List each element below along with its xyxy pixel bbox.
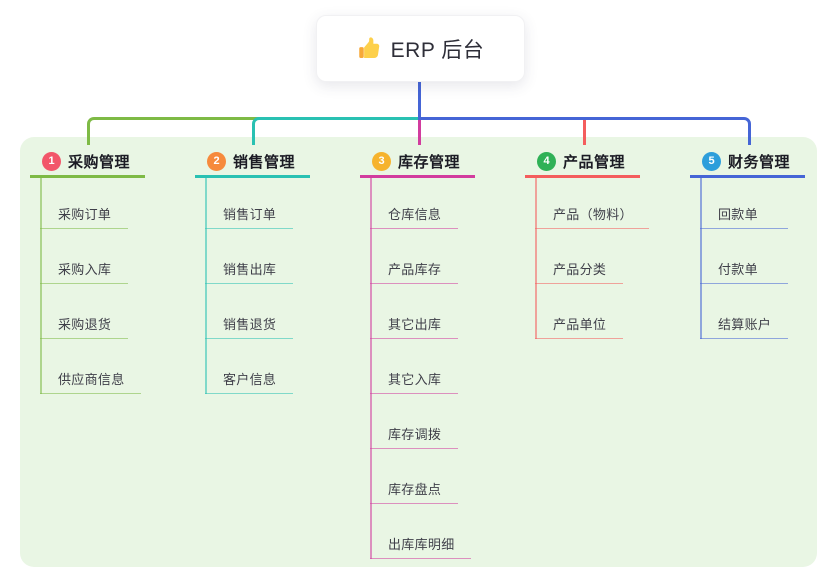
- branch-badge: 4: [537, 152, 556, 171]
- branch-node-inventory[interactable]: 3 库存管理: [360, 148, 475, 178]
- child-node[interactable]: 付款单: [700, 251, 788, 284]
- branch-spine: [370, 178, 372, 559]
- branch-badge: 2: [207, 152, 226, 171]
- branch-label: 库存管理: [398, 154, 461, 171]
- thumbs-up-icon: [357, 36, 381, 61]
- branches-panel: [20, 137, 817, 567]
- branch-sales-management: 2 销售管理 销售订单 销售出库 销售退货 客户信息: [195, 148, 325, 394]
- child-node[interactable]: 销售退货: [205, 306, 293, 339]
- child-node[interactable]: 库存调拨: [370, 416, 458, 449]
- child-node[interactable]: 产品（物料）: [535, 196, 649, 229]
- branch-label: 采购管理: [68, 154, 131, 171]
- child-node[interactable]: 采购退货: [40, 306, 128, 339]
- branch-spine: [535, 178, 537, 339]
- root-node[interactable]: ERP 后台: [316, 15, 525, 82]
- connector-finance: [418, 117, 751, 145]
- branch-spine: [40, 178, 42, 394]
- child-node[interactable]: 采购订单: [40, 196, 128, 229]
- branch-product-management: 4 产品管理 产品（物料） 产品分类 产品单位: [525, 148, 655, 339]
- connector-sales: [252, 117, 421, 145]
- child-node[interactable]: 出库库明细: [370, 526, 471, 559]
- branch-node-finance[interactable]: 5 财务管理: [690, 148, 805, 178]
- child-node[interactable]: 其它出库: [370, 306, 458, 339]
- child-node[interactable]: 产品分类: [535, 251, 623, 284]
- child-node[interactable]: 销售订单: [205, 196, 293, 229]
- branch-spine: [700, 178, 702, 339]
- child-node[interactable]: 采购入库: [40, 251, 128, 284]
- child-node[interactable]: 其它入库: [370, 361, 458, 394]
- branch-node-sales[interactable]: 2 销售管理: [195, 148, 310, 178]
- branch-badge: 3: [372, 152, 391, 171]
- child-node[interactable]: 供应商信息: [40, 361, 141, 394]
- child-node[interactable]: 回款单: [700, 196, 788, 229]
- child-node[interactable]: 客户信息: [205, 361, 293, 394]
- connector-product: [583, 120, 586, 145]
- branch-badge: 5: [702, 152, 721, 171]
- root-connector: [418, 82, 421, 120]
- branch-node-purchase[interactable]: 1 采购管理: [30, 148, 145, 178]
- branch-inventory-management: 3 库存管理 仓库信息 产品库存 其它出库 其它入库 库存调拨 库存盘点 出库库…: [360, 148, 490, 559]
- branch-label: 销售管理: [233, 154, 296, 171]
- connector-inventory: [418, 120, 421, 145]
- branch-purchase-management: 1 采购管理 采购订单 采购入库 采购退货 供应商信息: [30, 148, 160, 394]
- branch-node-product[interactable]: 4 产品管理: [525, 148, 640, 178]
- child-node[interactable]: 结算账户: [700, 306, 788, 339]
- child-node[interactable]: 销售出库: [205, 251, 293, 284]
- root-node-label: ERP 后台: [390, 38, 485, 62]
- child-node[interactable]: 产品单位: [535, 306, 623, 339]
- child-node[interactable]: 产品库存: [370, 251, 458, 284]
- branch-finance-management: 5 财务管理 回款单 付款单 结算账户: [690, 148, 820, 339]
- branch-spine: [205, 178, 207, 394]
- branch-label: 产品管理: [563, 154, 626, 171]
- branch-badge: 1: [42, 152, 61, 171]
- child-node[interactable]: 仓库信息: [370, 196, 458, 229]
- child-node[interactable]: 库存盘点: [370, 471, 458, 504]
- branch-label: 财务管理: [728, 154, 791, 171]
